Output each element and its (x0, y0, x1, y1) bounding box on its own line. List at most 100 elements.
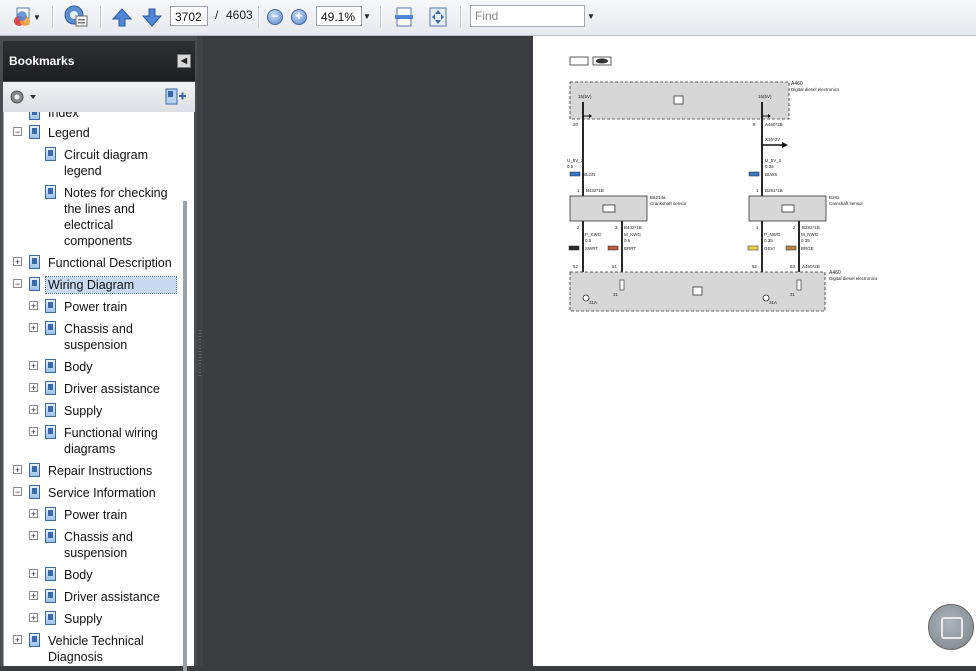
wire-rc-color: BRGE (801, 246, 814, 251)
bookmark-item-repair-instructions[interactable]: Repair Instructions (48, 464, 153, 478)
bookmarks-title: Bookmarks (9, 54, 75, 68)
bookmarks-toolbar (3, 82, 195, 112)
expand-icon[interactable]: + (29, 591, 38, 601)
expand-vehicle-diagnosis-icon[interactable]: + (13, 635, 22, 645)
bookmark-item-supply[interactable]: Supply (64, 612, 103, 626)
page-separator: / (215, 8, 219, 22)
collapse-wiring-diagram-icon[interactable]: − (13, 279, 22, 289)
wire-right-color: BLWS (765, 172, 777, 177)
sensor-left-pin: 1 (577, 188, 580, 193)
wire-lb-size: 0.5 (585, 238, 592, 243)
sensor-right-conn: B281*1B (765, 188, 783, 193)
arrow-down-icon (142, 8, 162, 27)
chevron-down-icon: ▼ (33, 12, 41, 22)
bookmark-item-functional-wiring-diagrams[interactable]: Functional wiring diagrams (64, 426, 158, 456)
bookmark-item-notes-checking[interactable]: Notes for checking the lines and electri… (64, 186, 168, 248)
expand-icon[interactable]: + (29, 405, 38, 415)
bookmark-item-vehicle-technical-diagnosis[interactable]: Vehicle Technical Diagnosis (48, 634, 144, 664)
previous-page-button[interactable] (110, 4, 134, 30)
bookmark-item-body[interactable]: Body (64, 568, 93, 582)
zoom-out-button[interactable]: − (266, 4, 284, 30)
bookmark-icon (45, 589, 56, 603)
fit-page-button[interactable] (426, 4, 450, 30)
bookmark-item-supply[interactable]: Supply (64, 404, 103, 418)
page-navigation-icon[interactable] (928, 604, 974, 650)
plus-icon: + (291, 9, 307, 25)
bookmarks-header: Bookmarks ◀ (3, 41, 195, 81)
top-unit-name: Digital diesel electronics (791, 87, 840, 92)
create-pdf-icon (14, 7, 31, 26)
bookmark-item-wiring-diagram[interactable]: Wiring Diagram (45, 276, 177, 294)
zoom-input[interactable]: 49.1% (316, 6, 362, 26)
bookmark-item-functional-description[interactable]: Functional Description (48, 256, 172, 270)
expand-icon[interactable]: + (29, 509, 38, 519)
top-pin-right: 15(5V) (758, 94, 772, 99)
wire-lb-name: P_KWG (585, 232, 602, 237)
bookmarks-scrollbar[interactable] (183, 201, 187, 671)
x-connector: X10*2V (765, 137, 780, 142)
fit-width-icon (395, 7, 413, 27)
collapse-legend-icon[interactable]: − (13, 127, 22, 137)
bookmark-item-driver-assistance[interactable]: Driver assistance (64, 382, 160, 396)
sensor-right-id: B281 (829, 195, 840, 200)
diagram-ref-icon[interactable] (569, 56, 589, 66)
zoom-dropdown-icon[interactable]: ▼ (363, 12, 371, 21)
print-settings-button[interactable] (60, 4, 92, 30)
bookmark-icon (29, 633, 40, 647)
bookmark-icon (29, 112, 40, 120)
bottom-unit-id: A460 (829, 270, 841, 276)
collapse-panel-icon[interactable]: ◀ (177, 54, 191, 68)
top-conn-right: 8 (753, 122, 756, 127)
sensor-right-name: Camshaft sensor (829, 201, 864, 206)
sensor-left-id: B6214a (650, 195, 666, 200)
wire-rc-name: M_NWG (801, 232, 819, 237)
wire-right-size: 0.35 (765, 164, 774, 169)
create-button[interactable]: ▼ (8, 4, 44, 30)
expand-icon[interactable]: + (29, 427, 38, 437)
bookmark-icon (29, 463, 40, 477)
sensor-left-conn: B432*1B (586, 188, 604, 193)
bookmark-icon (45, 425, 56, 439)
find-dropdown-icon[interactable]: ▼ (587, 12, 595, 21)
bookmark-item-power-train[interactable]: Power train (64, 508, 128, 522)
bookmark-item-body[interactable]: Body (64, 360, 93, 374)
expand-icon[interactable]: + (29, 613, 38, 623)
new-bookmark-button[interactable] (165, 88, 187, 111)
expand-functional-description-icon[interactable]: + (13, 257, 22, 267)
collapse-service-information-icon[interactable]: − (13, 487, 22, 497)
bookmark-item-legend[interactable]: Legend (48, 126, 90, 140)
zoom-in-button[interactable]: + (290, 4, 308, 30)
bookmark-item-circuit-diagram-legend[interactable]: Circuit diagram legend (64, 148, 149, 178)
page-number-input[interactable]: 3702 (170, 6, 208, 26)
bookmark-icon (29, 125, 40, 139)
options-button[interactable] (8, 89, 38, 110)
bookmark-icon (45, 147, 56, 161)
expand-icon[interactable]: + (29, 301, 38, 311)
bookmark-icon (45, 403, 56, 417)
bookmark-item-index[interactable]: Index (48, 112, 79, 120)
expand-icon[interactable]: + (29, 361, 38, 371)
fit-width-button[interactable] (392, 4, 416, 30)
bookmark-icon (45, 529, 56, 543)
splitter-grip[interactable] (199, 330, 201, 376)
bookmark-item-chassis-suspension[interactable]: Chassis and suspension (64, 530, 133, 560)
top-conn-left: 20 (573, 122, 579, 127)
bookmark-item-driver-assistance[interactable]: Driver assistance (64, 590, 160, 604)
bookmark-icon (29, 277, 40, 291)
wiring-diagram: A460 Digital diesel electronics 15(5V) 1… (567, 56, 878, 312)
bookmarks-tree: Index − Legend Circuit diagram legend No… (3, 112, 194, 666)
bookmark-item-service-information[interactable]: Service Information (48, 486, 156, 500)
wire-lb-color: SWRT (585, 246, 598, 251)
find-input[interactable]: Find (470, 5, 585, 27)
bookmark-item-power-train[interactable]: Power train (64, 300, 128, 314)
expand-icon[interactable]: + (29, 569, 38, 579)
expand-repair-instructions-icon[interactable]: + (13, 465, 22, 475)
bookmark-item-chassis-suspension[interactable]: Chassis and suspension (64, 322, 133, 352)
expand-icon[interactable]: + (29, 383, 38, 393)
expand-icon[interactable]: + (29, 323, 38, 333)
bottom-pin-4: 83 (790, 264, 796, 269)
next-page-button[interactable] (140, 4, 164, 30)
sensor-right-pin: 1 (756, 188, 759, 193)
bookmark-icon (45, 359, 56, 373)
expand-icon[interactable]: + (29, 531, 38, 541)
